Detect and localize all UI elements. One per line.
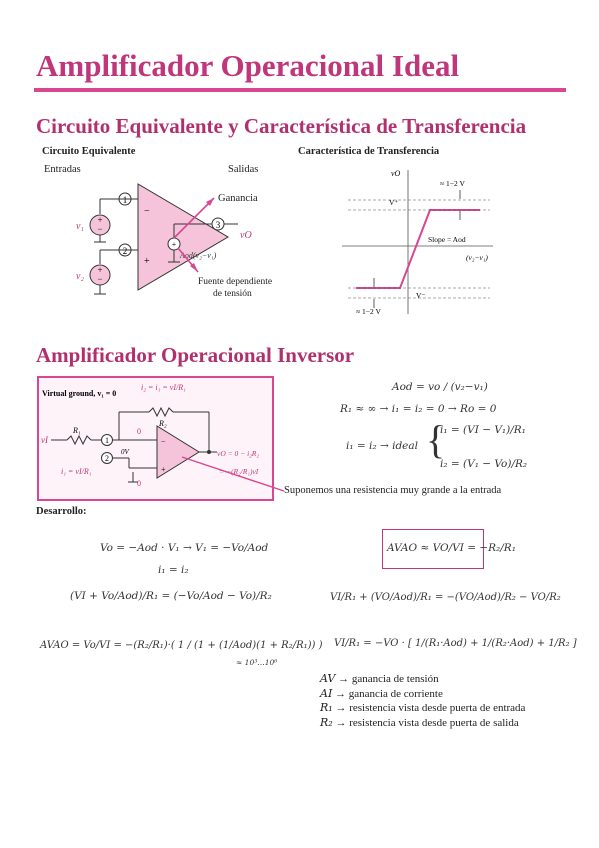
section-heading-circuit: Circuito Equivalente y Característica de… — [36, 114, 527, 138]
tc-slope-label: Slope = Aod — [428, 235, 466, 244]
tc-x-axis-label: (v₂−v₁) — [466, 253, 488, 262]
desarrollo-heading: Desarrollo: — [36, 506, 87, 517]
svg-text:−: − — [144, 206, 150, 217]
glossary: AV → ganancia de tensión AI → ganancia d… — [320, 672, 525, 730]
tc-vminus-label: V⁻ — [416, 291, 425, 300]
v1-label: v₁ — [76, 221, 84, 232]
node-2-label: 2 — [123, 246, 128, 256]
result-equation: AVAO ≈ VO/VI = −R₂/R₁ — [387, 542, 516, 554]
dev-eq-1: Vo = −Aod · V₁ → V₁ = −Vo/Aod — [100, 542, 269, 554]
tc-top-gap-label: ≈ 1−2 V — [440, 179, 465, 188]
label-inputs: Entradas — [44, 164, 81, 175]
r1-label: R₁ — [72, 426, 81, 435]
tc-vo-axis-label: vO — [391, 169, 401, 178]
title-underline — [34, 88, 566, 92]
svg-text:−: − — [97, 274, 102, 284]
inverting-amplifier-circuit: Virtual ground, v₁ = 0 i₂ = i₁ = vI/R₁ R… — [37, 376, 274, 501]
ov-label: 0V — [121, 448, 130, 456]
svg-text:−: − — [97, 224, 102, 234]
svg-text:+: + — [144, 256, 150, 267]
node-1-label: 1 — [123, 195, 128, 205]
label-outputs: Salidas — [228, 164, 259, 175]
zero-1-label: 0 — [137, 427, 141, 436]
eq-r1-infinite: R₁ ≈ ∞ → i₁ = i₂ = 0 → Ro = 0 — [340, 403, 497, 415]
curly-brace: { — [426, 417, 446, 462]
dep-source-label: Aod(v₂−v₁) — [179, 251, 217, 260]
svg-text:+: + — [97, 265, 102, 275]
eq-ideal-condition: i₁ = i₂ → ideal — [346, 440, 418, 452]
transfer-characteristic-chart: vO ≈ 1−2 V V⁺ Slope = Aod (v₂−v₁) V⁻ ≈ 1… — [342, 169, 493, 316]
caption-transfer-characteristic: Característica de Transferencia — [298, 146, 440, 157]
svg-text:+: + — [161, 465, 166, 474]
right-eq-1: VI/R₁ + (VO/Aod)/R₁ = −(VO/Aod)/R₂ − VO/… — [330, 592, 561, 603]
vo-label: vO — [240, 230, 252, 241]
virtual-ground-label: Virtual ground, v₁ = 0 — [42, 389, 116, 398]
caption-equivalent-circuit: Circuito Equivalente — [42, 146, 136, 157]
tc-bottom-gap-label: ≈ 1−2 V — [356, 307, 381, 316]
label-gain: Ganancia — [218, 193, 258, 204]
equivalent-circuit-diagram: − + 1 2 3 + − v₁ + − v₂ + Aod(v₂−v₁) vO — [76, 183, 252, 295]
note-high-input-resistance: Suponemos una resistencia muy grande a l… — [284, 485, 502, 496]
vo-eq-label: = −(R₂/R₁)vI — [219, 467, 259, 476]
eq-ideal-i2: i₂ = (V₁ − Vo)/R₂ — [440, 458, 528, 470]
glossary-item: R₁ → resistencia vista desde puerta de e… — [320, 701, 526, 714]
eq-aod: Aod = vo / (v₂−v₁) — [392, 381, 488, 393]
v2-label: v₂ — [76, 271, 84, 282]
right-eq-2: VI/R₁ = −VO · [ 1/(R₁·Aod) + 1/(R₂·Aod) … — [334, 638, 577, 649]
r2-label: R₂ — [158, 419, 167, 428]
zero-2-label: 0 — [137, 479, 141, 488]
label-dependent-source-1: Fuente dependiente — [198, 277, 273, 287]
i1-label: i₁ = vI/R₁ — [61, 467, 92, 476]
glossary-item: R₂ → resistencia vista desde puerta de s… — [320, 715, 519, 729]
eq-ideal-i1: i₁ = (VI − V₁)/R₁ — [440, 424, 526, 436]
svg-text:1: 1 — [105, 436, 109, 445]
glossary-item: AI → ganancia de corriente — [320, 686, 443, 700]
dev-approx-note: ≈ 10³…10⁶ — [236, 658, 278, 667]
note-pointer-line — [181, 456, 285, 492]
label-dependent-source-2: de tensión — [213, 289, 252, 299]
vo-out-label: vO = 0 − i₂R₂ — [217, 449, 259, 458]
dev-eq-3: (VI + Vo/Aod)/R₁ = (−Vo/Aod − Vo)/R₂ — [70, 590, 272, 602]
section-heading-inverter: Amplificador Operacional Inversor — [36, 343, 355, 367]
svg-text:+: + — [97, 215, 102, 225]
svg-text:−: − — [161, 437, 166, 446]
svg-text:+: + — [172, 240, 177, 249]
result-box: AVAO ≈ VO/VI = −R₂/R₁ — [382, 529, 516, 569]
i2-label: i₂ = i₁ = vI/R₁ — [141, 383, 186, 392]
dev-eq-4: AVAO = Vo/VI = −(R₂/R₁)·( 1 / (1 + (1/Ao… — [40, 640, 323, 651]
node-3-label: 3 — [216, 220, 221, 230]
svg-text:2: 2 — [105, 454, 109, 463]
vi-label: vI — [41, 435, 49, 445]
dev-eq-2: i₁ = i₂ — [158, 564, 189, 576]
tc-vplus-label: V⁺ — [389, 198, 398, 207]
glossary-item: AV → ganancia de tensión — [320, 672, 439, 685]
page-title: Amplificador Operacional Ideal — [36, 48, 460, 83]
